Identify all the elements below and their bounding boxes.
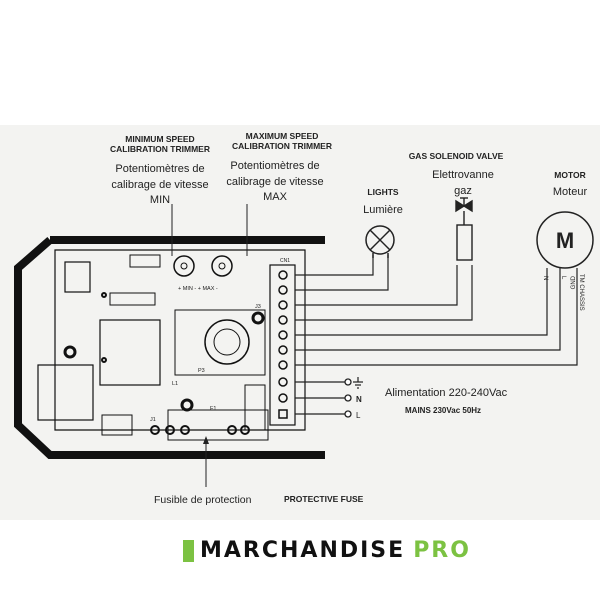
board-p3: P3: [198, 368, 205, 374]
mains-fr: Alimentation 220-240Vac: [385, 387, 508, 399]
motor-gnd-label: GND: [571, 275, 577, 289]
fuse-fr: Fusible de protection: [154, 494, 252, 506]
board-l1: L1: [172, 381, 178, 387]
max-trimmer-fr-1: Potentiomètres de: [230, 160, 319, 172]
brand-logo: MARCHANDISE PRO: [183, 538, 471, 563]
terminal-block-cn1: [269, 264, 296, 426]
min-trimmer-fr-2: calibrage de vitesse: [111, 179, 208, 191]
control-board: [14, 236, 325, 459]
min-trimmer: [173, 255, 195, 277]
gas-valve-fr-1: Elettrovanne: [432, 169, 494, 181]
lights-fr: Lumière: [363, 204, 403, 216]
wires: [295, 255, 578, 415]
gas-valve-en: GAS SOLENOID VALVE: [409, 151, 504, 161]
brand-mark-icon: [183, 539, 194, 562]
max-trimmer: [211, 255, 233, 277]
mains-en: MAINS 230Vac 50Hz: [405, 406, 481, 415]
terminal-n-label: N: [356, 395, 362, 404]
motor-n-label: N: [542, 276, 548, 280]
max-trimmer-en-2: CALIBRATION TRIMMER: [232, 141, 332, 151]
terminal-l-label: L: [356, 411, 361, 420]
solenoid-valve-icon: [455, 197, 473, 261]
board-f1: F1: [210, 406, 216, 412]
min-trimmer-tag: MIN: [150, 194, 170, 206]
min-trimmer-en-1: MINIMUM SPEED: [125, 134, 194, 144]
board-j1: J1: [150, 417, 156, 423]
brand-name: MARCHANDISE: [200, 538, 406, 563]
min-trimmer-fr-1: Potentiomètres de: [115, 163, 204, 175]
brand-suffix: PRO: [413, 538, 471, 563]
ground-icon: [353, 377, 363, 389]
max-trimmer-tag: MAX: [263, 191, 288, 203]
max-trimmer-fr-2: calibrage de vitesse: [226, 176, 323, 188]
motor-chassis-label: TM CHASSIS: [578, 274, 584, 311]
board-j3: J3: [255, 304, 261, 310]
motor-icon: [536, 211, 594, 269]
fuse-en: PROTECTIVE FUSE: [284, 494, 364, 504]
motor-fr: Moteur: [553, 186, 588, 198]
gas-valve-fr-2: gaz: [454, 185, 472, 197]
max-trimmer-en-1: MAXIMUM SPEED: [246, 131, 319, 141]
board-cn1: CN1: [280, 258, 290, 264]
lamp-icon: [365, 225, 395, 258]
board-min-max: + MIN - + MAX -: [178, 286, 218, 292]
motor-l-label: L: [560, 276, 566, 280]
lights-en: LIGHTS: [367, 187, 398, 197]
motor-symbol: M: [556, 228, 574, 253]
motor-en: MOTOR: [554, 170, 585, 180]
min-trimmer-en-2: CALIBRATION TRIMMER: [110, 144, 210, 154]
